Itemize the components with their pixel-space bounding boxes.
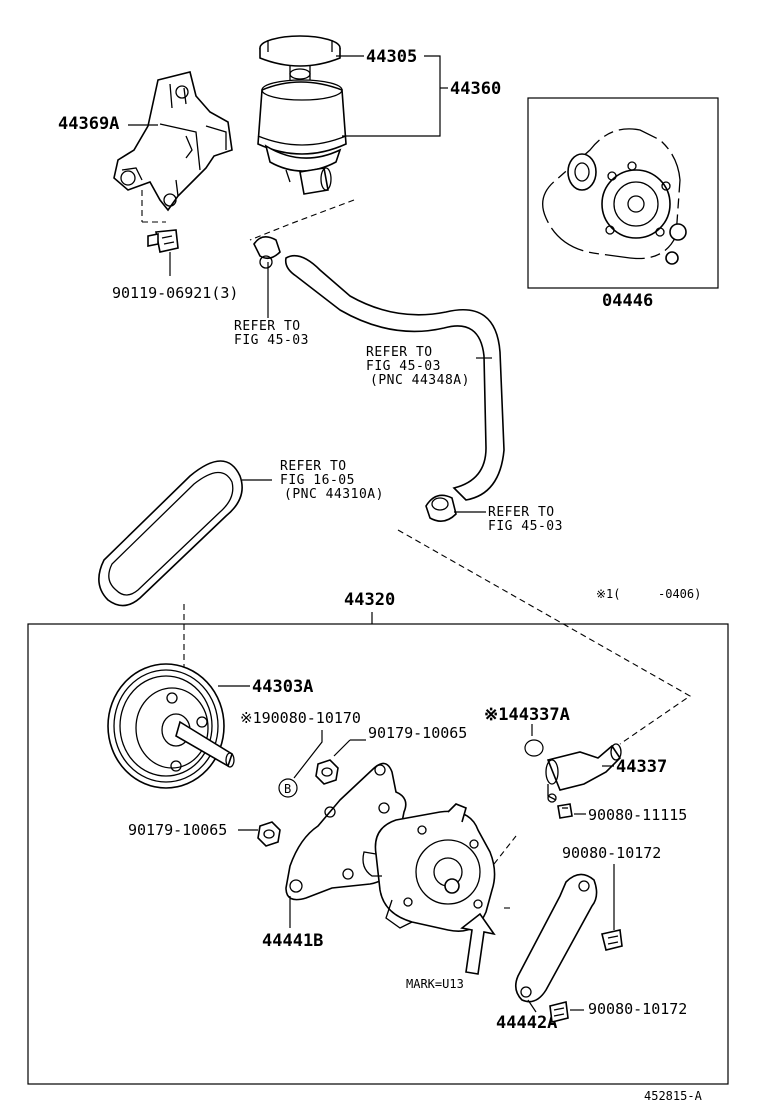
leader-90080-10170 — [293, 730, 323, 779]
label-44303A: 44303A — [252, 677, 313, 697]
circle-b — [278, 778, 298, 798]
mark-arrow-icon — [460, 912, 496, 975]
reservoir-cap — [259, 35, 341, 80]
note-symbol: ※1( — [596, 587, 621, 601]
label-44441B: 44441B — [262, 931, 323, 951]
label-04446: 04446 — [602, 291, 653, 311]
label-90179-10065-left: 90179-10065 — [128, 821, 227, 839]
label-mark: MARK=U13 — [406, 977, 464, 991]
bolt-90080-10172-bottom — [549, 1001, 569, 1023]
leader-44442A — [527, 999, 537, 1013]
label-90179-10065-top: 90179-10065 — [368, 724, 467, 742]
note-range: -0406) — [658, 587, 701, 601]
label-44337A: ※144337A — [484, 705, 570, 725]
ref2-line1: REFER TO — [366, 345, 433, 360]
nut-90179-top — [315, 759, 339, 785]
label-90080-10170: ※190080-10170 — [240, 709, 361, 727]
pump-body — [362, 803, 496, 932]
label-44320: 44320 — [344, 590, 395, 610]
gasket-kit-box — [527, 97, 719, 289]
label-44442A: 44442A — [496, 1013, 557, 1033]
label-90080-10172-top: 90080-10172 — [562, 844, 661, 862]
return-hose — [284, 254, 505, 501]
reservoir-tank — [257, 79, 347, 195]
ref3-line1: REFER TO — [280, 459, 347, 474]
label-44337: 44337 — [616, 757, 667, 777]
reservoir-outlet-dashline — [249, 199, 355, 241]
label-90080-10172-bottom: 90080-10172 — [588, 1000, 687, 1018]
bolt-90119 — [147, 229, 179, 253]
pump-arm-44442A — [514, 873, 598, 1003]
bolt-90080-11115 — [557, 803, 573, 819]
bolt-90080-10172-top — [601, 929, 623, 951]
ref2-line2: FIG 45-03 — [366, 359, 441, 374]
pulley-44303A — [107, 663, 235, 789]
lower-hose-clamp — [425, 494, 457, 522]
diagram-code: 452815-A — [644, 1089, 703, 1103]
leader-44360 — [342, 55, 441, 137]
ref2-line3: (PNC 44348A) — [370, 373, 470, 388]
ref4-line1: REFER TO — [488, 505, 555, 520]
pump-dashline — [493, 835, 517, 865]
gasket-kit — [542, 128, 687, 265]
pump-assy-box — [27, 623, 729, 1085]
label-44369A: 44369A — [58, 114, 119, 134]
ref1-line2: FIG 45-03 — [234, 333, 309, 348]
label-44360: 44360 — [450, 79, 501, 99]
label-44305: 44305 — [366, 47, 417, 67]
union-44337 — [545, 743, 622, 803]
leader-90179-top — [333, 739, 351, 757]
reservoir-bracket — [113, 71, 233, 212]
upper-hose-clamp — [253, 236, 281, 269]
ref1-line1: REFER TO — [234, 319, 301, 334]
ref3-line2: FIG 16-05 — [280, 473, 355, 488]
clamp-pump-dashline — [397, 529, 692, 745]
drive-belt — [98, 460, 243, 607]
ref4-line2: FIG 45-03 — [488, 519, 563, 534]
ref3-line3: (PNC 44310A) — [284, 487, 384, 502]
label-90080-11115: 90080-11115 — [588, 806, 687, 824]
nut-90179-left — [257, 821, 281, 847]
circle-b-letter: B — [284, 782, 291, 796]
label-90119-06921: 90119-06921(3) — [112, 284, 238, 302]
oring-44337A — [524, 739, 544, 757]
